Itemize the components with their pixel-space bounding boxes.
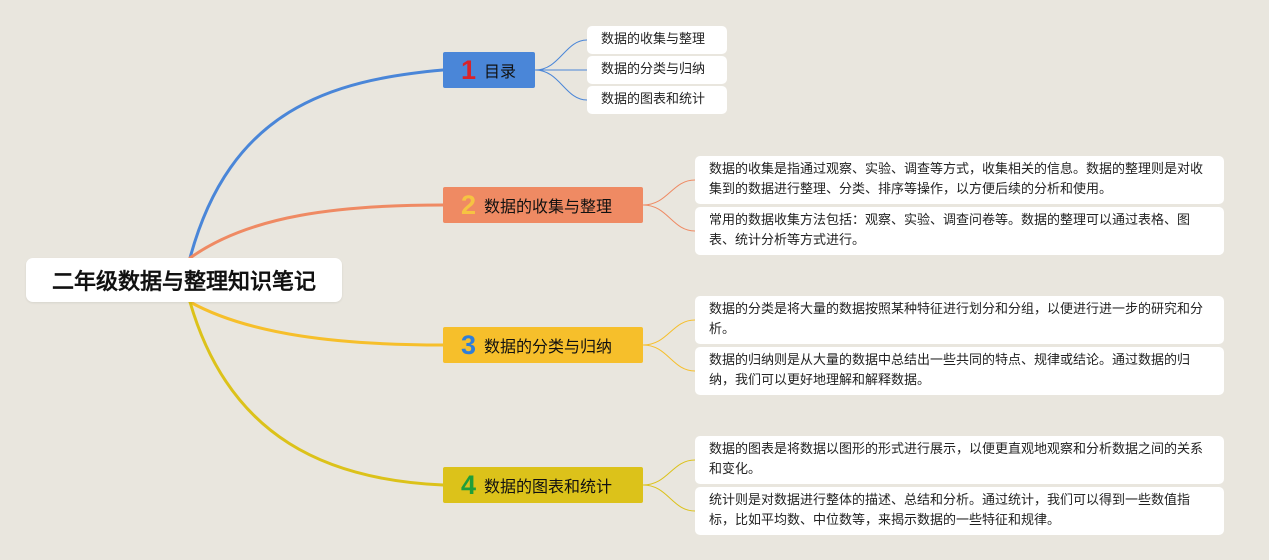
connector-branch-2 (188, 203, 445, 260)
connector-branch-1 (188, 68, 445, 260)
branch-label: 目录 (484, 62, 517, 81)
branch-number: 1 (461, 54, 477, 85)
leaf-toc-1[interactable]: 数据的收集与整理 (587, 26, 727, 54)
connector-leaf-2-2 (642, 204, 696, 232)
branch-number: 4 (461, 469, 477, 500)
branch-toc[interactable]: 1 目录 (443, 52, 535, 88)
leaf-toc-2[interactable]: 数据的分类与归纳 (587, 56, 727, 84)
leaf-charts-1[interactable]: 数据的图表是将数据以图形的形式进行展示，以便更直观地观察和分析数据之间的关系和变… (695, 436, 1224, 484)
connector-leaf-toc-1 (534, 39, 588, 71)
leaf-classification-1[interactable]: 数据的分类是将大量的数据按照某种特征进行划分和分组，以便进行进一步的研究和分析。 (695, 296, 1224, 344)
branch-collection[interactable]: 2 数据的收集与整理 (443, 187, 643, 223)
connector-leaf-3-2 (642, 344, 696, 372)
connector-leaf-4-1 (642, 459, 696, 486)
root-title: 二年级数据与整理知识笔记 (51, 270, 316, 295)
branch-label: 数据的分类与归纳 (484, 337, 613, 356)
branch-classification[interactable]: 3 数据的分类与归纳 (443, 327, 643, 363)
leaf-collection-1[interactable]: 数据的收集是指通过观察、实验、调查等方式，收集相关的信息。数据的整理则是对收集到… (695, 156, 1224, 204)
connector-leaf-3-1 (642, 319, 696, 346)
branch-number: 2 (461, 189, 477, 220)
connector-branch-4 (188, 300, 445, 487)
leaf-classification-2[interactable]: 数据的归纳则是从大量的数据中总结出一些共同的特点、规律或结论。通过数据的归纳，我… (695, 347, 1224, 395)
connector-leaf-toc-3 (534, 69, 588, 101)
branch-label: 数据的收集与整理 (484, 197, 613, 216)
leaf-toc-3[interactable]: 数据的图表和统计 (587, 86, 727, 114)
branch-charts[interactable]: 4 数据的图表和统计 (443, 467, 643, 503)
branch-label: 数据的图表和统计 (484, 477, 613, 496)
root-topic[interactable]: 二年级数据与整理知识笔记 (26, 258, 342, 302)
connector-branch-3 (188, 300, 445, 347)
leaf-charts-2[interactable]: 统计则是对数据进行整体的描述、总结和分析。通过统计，我们可以得到一些数值指标，比… (695, 487, 1224, 535)
branch-number: 3 (461, 329, 477, 360)
leaf-collection-2[interactable]: 常用的数据收集方法包括：观察、实验、调查问卷等。数据的整理可以通过表格、图表、统… (695, 207, 1224, 255)
connector-leaf-2-1 (642, 179, 696, 206)
connector-leaf-4-2 (642, 484, 696, 512)
